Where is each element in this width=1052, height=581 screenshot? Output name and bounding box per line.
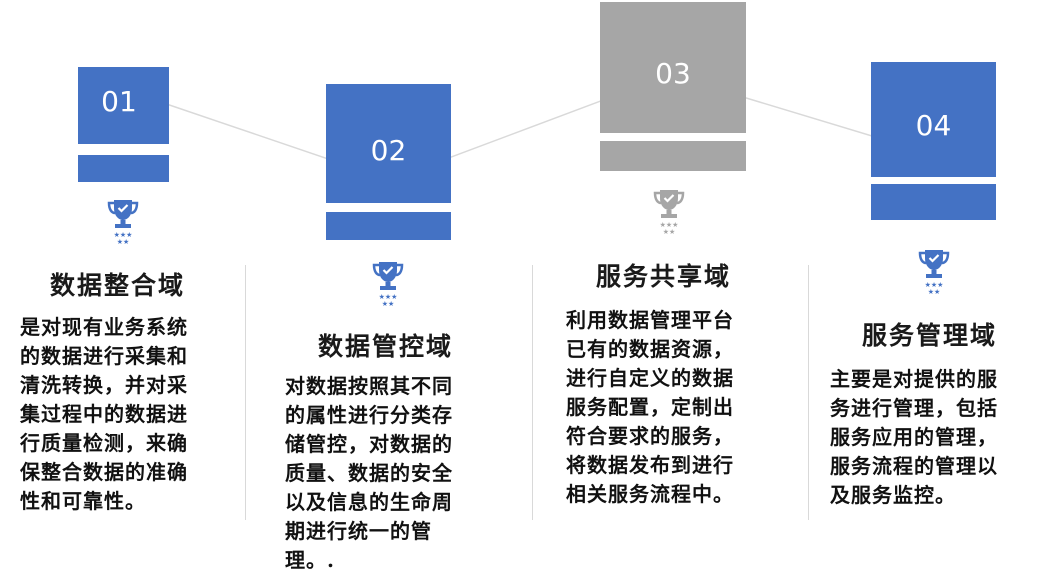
step-underline-bar <box>78 155 169 182</box>
svg-text:★★: ★★ <box>663 228 676 236</box>
step-description: 主要是对提供的服 务进行管理，包括 服务应用的管理， 服务流程的管理以 及服务监… <box>830 367 998 507</box>
svg-text:★★: ★★ <box>928 288 941 296</box>
step-underline-bar <box>600 141 746 171</box>
column-divider <box>245 265 246 520</box>
step-description: 对数据按照其不同 的属性进行分类存 储管控，对数据的 质量、数据的安全 以及信息… <box>285 374 453 572</box>
svg-text:★★★: ★★★ <box>114 231 133 239</box>
trophy-icon: ★★★ ★★ <box>653 190 685 236</box>
column-divider <box>808 265 809 520</box>
step-title: 服务共享域 <box>596 262 732 291</box>
step-underline-bar <box>871 184 996 220</box>
svg-text:★★: ★★ <box>117 238 130 246</box>
step-description: 利用数据管理平台 已有的数据资源， 进行自定义的数据 服务配置，定制出 符合要求… <box>566 308 734 506</box>
step-number: 01 <box>101 85 137 118</box>
step-number: 03 <box>655 57 691 90</box>
step-number-block <box>326 84 451 203</box>
trophy-icon: ★★★ ★★ <box>918 250 950 296</box>
svg-text:★★★: ★★★ <box>379 293 398 301</box>
step-description: 是对现有业务系统 的数据进行采集和 清洗转换，并对采 集过程中的数据进 行质量检… <box>20 315 188 513</box>
column-divider <box>532 265 533 520</box>
step-number-block <box>600 2 746 133</box>
trophy-icon: ★★★ ★★ <box>107 200 139 246</box>
step-number: 04 <box>915 109 952 142</box>
step-number-block <box>871 62 996 177</box>
svg-text:★★★: ★★★ <box>660 221 679 229</box>
svg-text:★★: ★★ <box>382 300 395 308</box>
trophy-icon: ★★★ ★★ <box>372 262 404 308</box>
step-title: 数据管控域 <box>318 332 454 361</box>
step-number: 02 <box>370 134 407 167</box>
step-title: 数据整合域 <box>50 271 186 300</box>
svg-text:★★★: ★★★ <box>925 281 944 289</box>
step-number-block <box>78 67 169 144</box>
step-underline-bar <box>326 212 451 240</box>
step-title: 服务管理域 <box>862 321 998 350</box>
